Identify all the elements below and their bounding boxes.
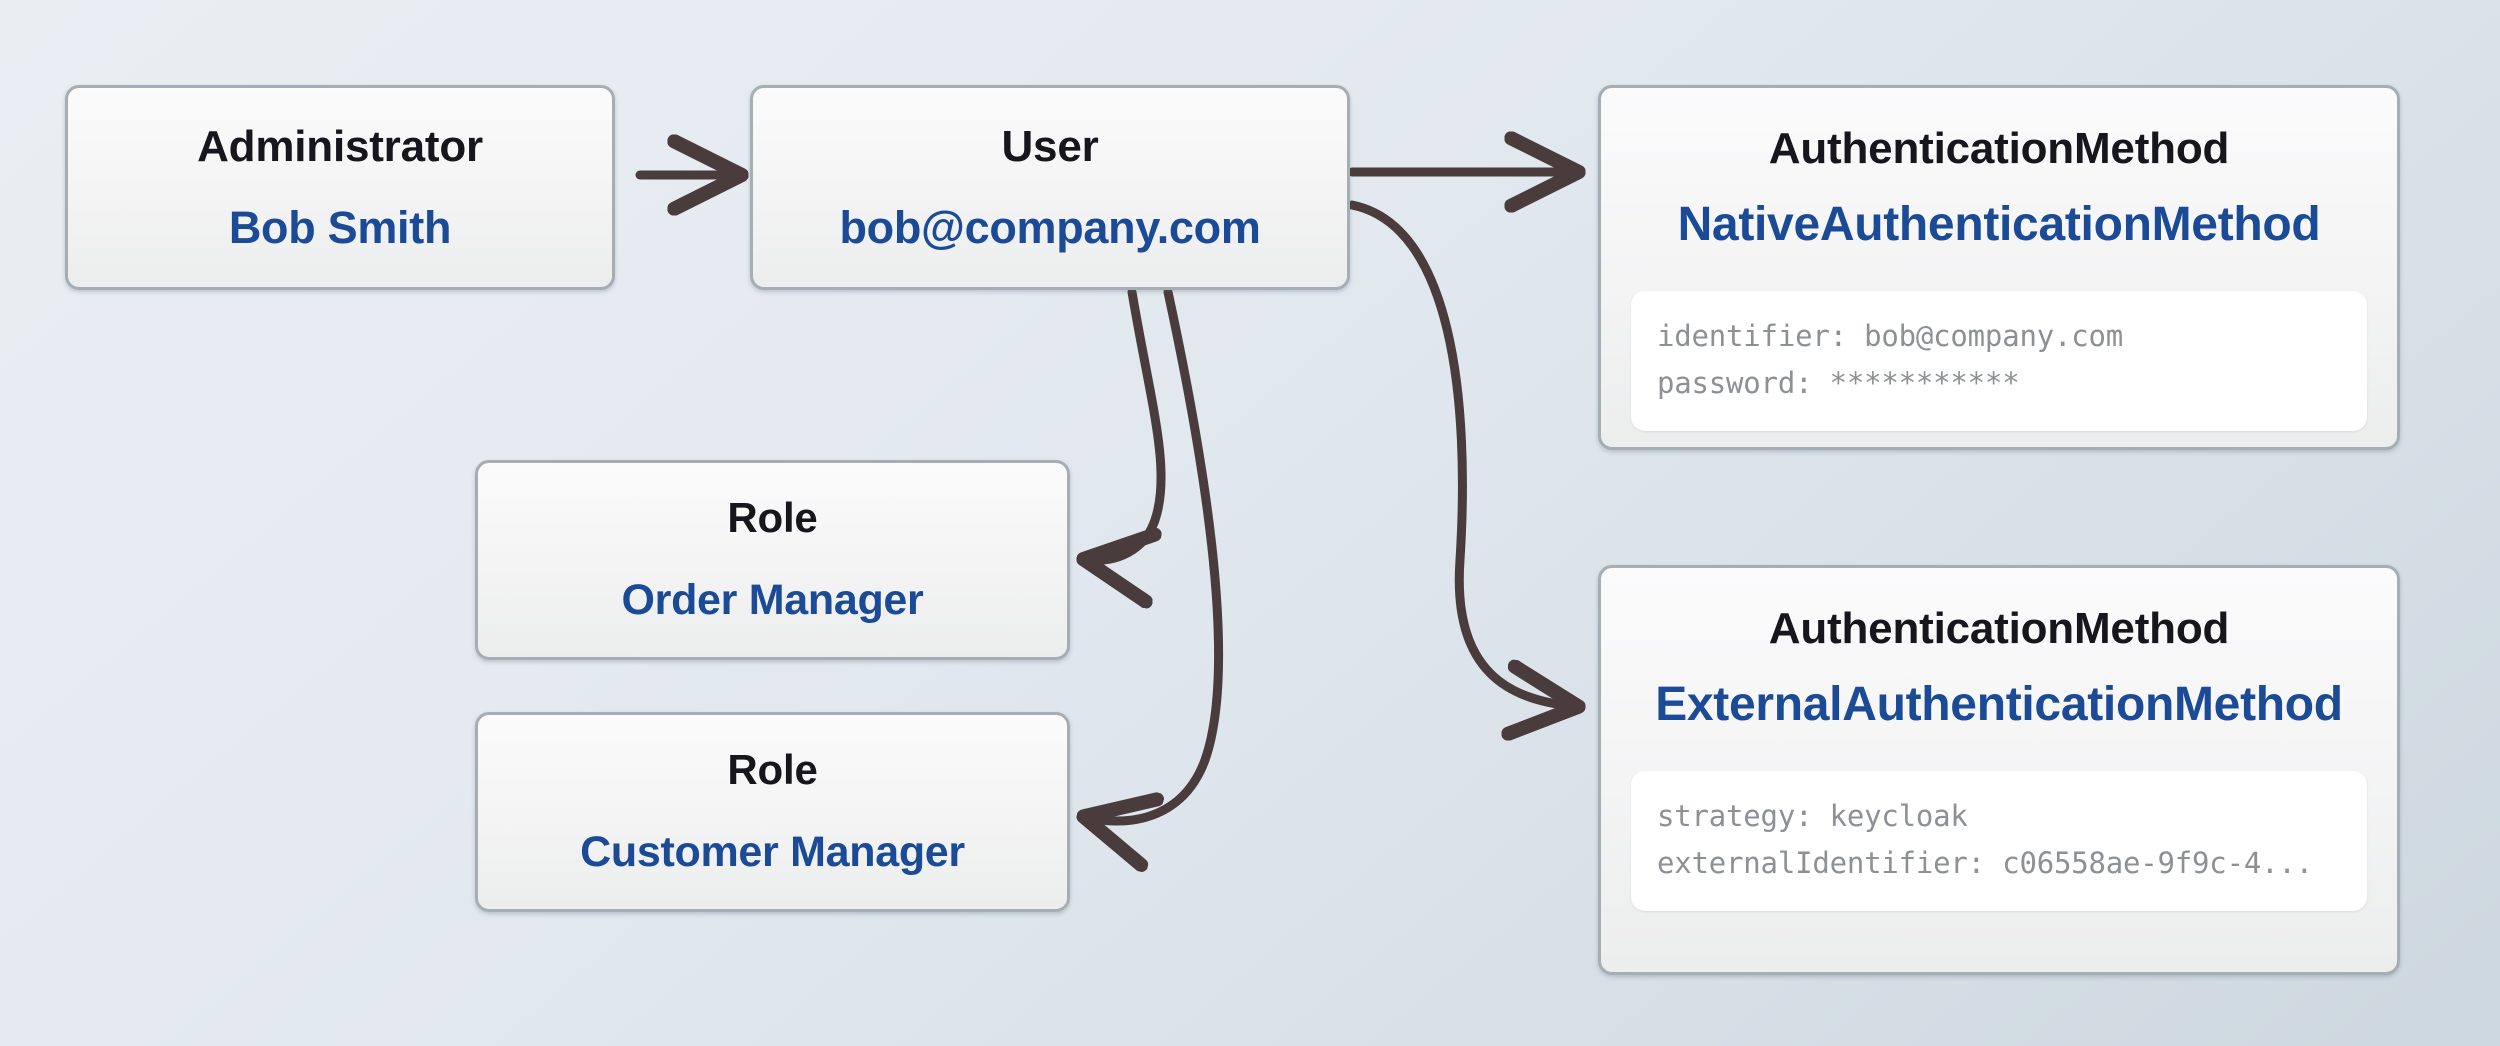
node-native-authentication-method[interactable]: AuthenticationMethod NativeAuthenticatio…: [1598, 85, 2400, 450]
node-role-customer-manager-subtitle: Customer Manager: [580, 828, 965, 877]
node-administrator-title: Administrator: [197, 121, 483, 171]
node-external-authentication-method[interactable]: AuthenticationMethod ExternalAuthenticat…: [1598, 565, 2400, 975]
node-role-customer-manager-title: Role: [727, 746, 818, 794]
external-auth-detail-strategy: strategy: keycloak: [1657, 798, 1968, 833]
native-auth-detail-identifier: identifier: bob@company.com: [1657, 318, 2124, 353]
edge-user-to-external-auth: [1347, 200, 1572, 706]
node-external-auth-subtitle: ExternalAuthenticationMethod: [1655, 678, 2343, 732]
edge-user-to-role-customer-manager: [1090, 287, 1224, 821]
node-external-auth-title: AuthenticationMethod: [1768, 604, 2230, 653]
node-administrator[interactable]: Administrator Bob Smith: [65, 85, 615, 290]
external-auth-detail-panel: strategy: keycloak externalIdentifier: c…: [1631, 770, 2367, 911]
node-role-order-manager-title: Role: [727, 494, 818, 542]
native-auth-detail-password: password: ***********: [1657, 365, 2020, 400]
native-auth-detail-panel: identifier: bob@company.com password: **…: [1631, 290, 2367, 431]
node-user-subtitle: bob@company.com: [839, 201, 1261, 253]
node-user-title: User: [1001, 121, 1099, 171]
node-role-order-manager-subtitle: Order Manager: [621, 576, 924, 625]
node-role-order-manager[interactable]: Role Order Manager: [475, 460, 1070, 660]
edge-user-to-role-order-manager: [1090, 287, 1166, 560]
node-role-customer-manager[interactable]: Role Customer Manager: [475, 712, 1070, 912]
node-user[interactable]: User bob@company.com: [750, 85, 1350, 290]
external-auth-detail-external-identifier: externalIdentifier: c06558ae-9f9c-4...: [1657, 845, 2313, 880]
node-native-auth-title: AuthenticationMethod: [1768, 124, 2230, 173]
node-native-auth-subtitle: NativeAuthenticationMethod: [1677, 198, 2321, 252]
node-administrator-subtitle: Bob Smith: [228, 201, 452, 253]
